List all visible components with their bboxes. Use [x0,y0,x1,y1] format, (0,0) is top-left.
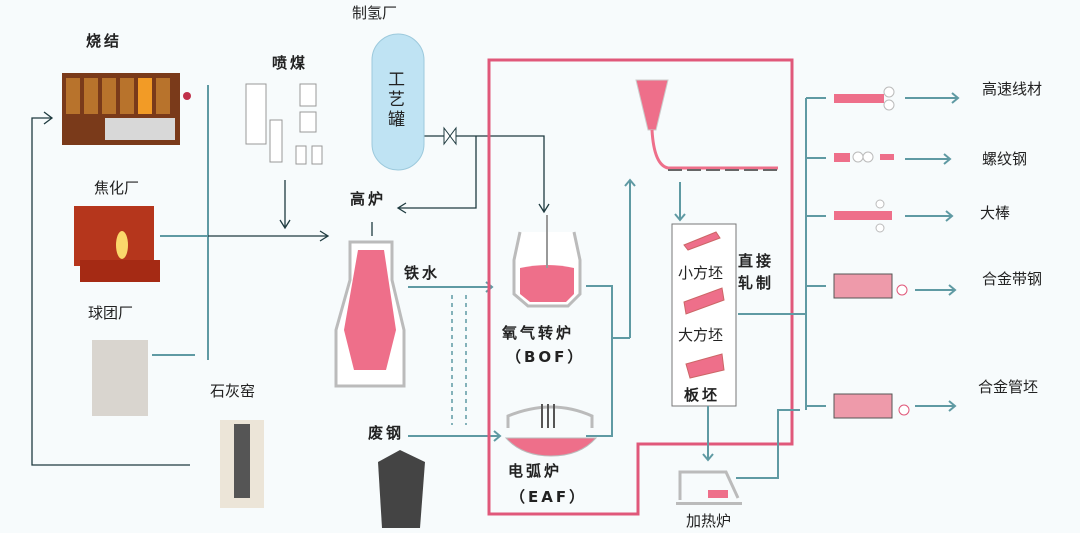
label-hot-metal: 铁水 [404,264,441,282]
mill-icons [833,86,910,419]
coking-plant-image [74,206,160,282]
label-eaf-abbr: （EAF） [510,488,588,506]
reheating-furnace-image [676,470,742,505]
label-coking: 焦化厂 [94,179,140,197]
label-coal-injection: 喷煤 [272,54,309,72]
product-alloy-strip: 合金带钢 [982,270,1043,288]
label-sintering: 烧结 [86,32,123,50]
label-bloom: 大方坯 [678,326,724,344]
valve-icon [443,126,457,146]
process-tank [371,33,425,171]
continuous-caster-image [635,79,778,171]
label-reheating-furnace: 加热炉 [686,512,732,530]
scrap-grab-image [378,450,425,528]
product-high-speed-wire: 高速线材 [982,80,1043,98]
label-direct-rolling-2: 轧制 [738,274,775,292]
product-alloy-tube-billet: 合金管坯 [978,378,1039,396]
label-blast-furnace: 高炉 [350,190,387,208]
label-direct-rolling-1: 直接 [738,252,775,270]
label-process-tank: 工艺罐 [388,70,405,130]
label-lime-kiln: 石灰窑 [210,382,256,400]
product-rebar: 螺纹钢 [982,150,1028,168]
steelmaking-boundary [487,58,794,516]
label-bof: 氧气转炉 [502,324,575,342]
label-billet: 小方坯 [678,264,724,282]
hydrogen-line [396,135,550,214]
label-pellet: 球团厂 [88,304,134,322]
semi-finished-box [671,223,737,407]
lime-kiln-image [220,420,264,508]
label-hydrogen-plant: 制氢厂 [352,4,398,22]
label-eaf: 电弧炉 [508,462,563,480]
label-scrap: 废钢 [368,424,405,442]
recycle-line [31,117,190,466]
pellet-plant-image [92,340,148,416]
eaf-furnace-image [504,404,598,457]
sintering-machine-image [62,73,191,145]
label-bof-abbr: （BOF） [506,348,586,366]
label-slab: 板坯 [684,386,721,404]
coal-injection-image [245,83,323,165]
bof-converter-image [512,215,582,308]
product-large-bar: 大棒 [980,204,1011,222]
blast-furnace-image [334,240,406,388]
